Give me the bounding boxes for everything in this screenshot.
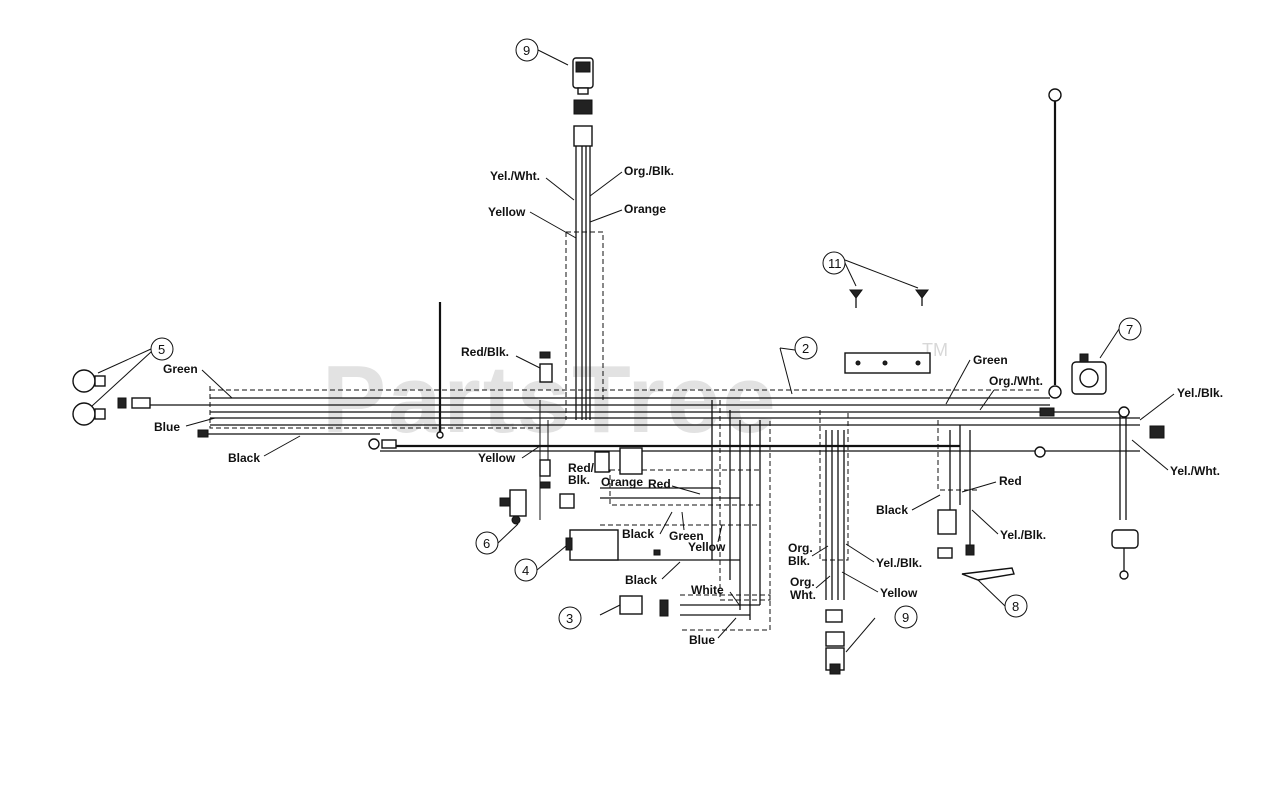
control-module xyxy=(565,529,661,561)
callout-8: 8 xyxy=(977,579,1028,618)
label-white-bottom: White xyxy=(691,583,724,597)
mounting-plate xyxy=(844,352,931,374)
label-black-lower: Black xyxy=(622,527,654,541)
seat-switch xyxy=(619,595,669,617)
callout-9-bottom: 9 xyxy=(845,605,918,653)
red-blk-connector xyxy=(539,351,553,489)
label-org-wht-upper-right: Org./Wht. xyxy=(989,374,1043,388)
battery-cable xyxy=(1048,88,1062,399)
lower-harness xyxy=(600,400,771,631)
label-red-right: Red xyxy=(999,474,1022,488)
label-blue-left: Blue xyxy=(154,420,180,434)
label-blue-bottom: Blue xyxy=(689,633,715,647)
callout-9-top: 9 xyxy=(515,38,569,66)
label-red-blk-lower-1: Red/ xyxy=(568,461,595,475)
label-yel-blk-right-low: Yel./Blk. xyxy=(1000,528,1046,542)
headlight-bulbs xyxy=(72,369,380,438)
label-yel-blk-far-right: Yel./Blk. xyxy=(1177,386,1223,400)
ring-terminal-left xyxy=(368,438,397,450)
label-black-right: Black xyxy=(876,503,908,517)
svg-text:9: 9 xyxy=(902,610,909,625)
svg-text:2: 2 xyxy=(802,341,809,356)
svg-text:5: 5 xyxy=(158,342,165,357)
callout-4: 4 xyxy=(514,545,567,582)
label-yel-wht-far-right: Yel./Wht. xyxy=(1170,464,1220,478)
label-top-org-blk: Org./Blk. xyxy=(624,164,674,178)
svg-text:7: 7 xyxy=(1126,322,1133,337)
ground-stake xyxy=(436,302,444,439)
label-green-lower: Green xyxy=(669,529,704,543)
label-top-yellow: Yellow xyxy=(488,205,526,219)
label-black-left: Black xyxy=(228,451,260,465)
label-red-blk-upper: Red/Blk. xyxy=(461,345,509,359)
callout-3: 3 xyxy=(558,604,621,630)
rear-harness xyxy=(819,410,849,675)
label-org-blk-right-2: Blk. xyxy=(788,554,810,568)
ignition-switch xyxy=(499,447,643,525)
svg-text:11: 11 xyxy=(828,256,842,271)
svg-text:8: 8 xyxy=(1012,599,1019,614)
label-yel-blk-center: Yel./Blk. xyxy=(876,556,922,570)
watermark: PartsTree xyxy=(322,346,778,453)
callout-7: 7 xyxy=(1099,317,1142,359)
label-red-blk-lower-2: Blk. xyxy=(568,473,590,487)
label-orange-lower: Orange xyxy=(601,475,643,489)
label-green-left: Green xyxy=(163,362,198,376)
label-org-wht-right-2: Wht. xyxy=(790,588,816,602)
push-pin-fasteners xyxy=(849,289,929,308)
solenoid xyxy=(1071,353,1107,395)
label-green-right: Green xyxy=(973,353,1008,367)
label-red-lower: Red xyxy=(648,477,671,491)
label-yellow-mid: Yellow xyxy=(478,451,516,465)
svg-text:6: 6 xyxy=(483,536,490,551)
svg-text:9: 9 xyxy=(523,43,530,58)
svg-text:3: 3 xyxy=(566,611,573,626)
right-harness xyxy=(937,406,1165,581)
label-org-blk-right-1: Org. xyxy=(788,541,813,555)
top-plug-assembly xyxy=(565,57,604,420)
label-yellow-center: Yellow xyxy=(880,586,918,600)
label-org-wht-right-1: Org. xyxy=(790,575,815,589)
callout-11: 11 xyxy=(822,251,919,289)
callout-2: 2 xyxy=(779,336,818,395)
label-black-bottom: Black xyxy=(625,573,657,587)
label-yellow-lower: Yellow xyxy=(688,540,726,554)
callout-5: 5 xyxy=(91,337,174,407)
label-top-orange: Orange xyxy=(624,202,666,216)
svg-text:4: 4 xyxy=(522,563,529,578)
label-top-yel-wht: Yel./Wht. xyxy=(490,169,540,183)
callout-6: 6 xyxy=(475,523,519,555)
